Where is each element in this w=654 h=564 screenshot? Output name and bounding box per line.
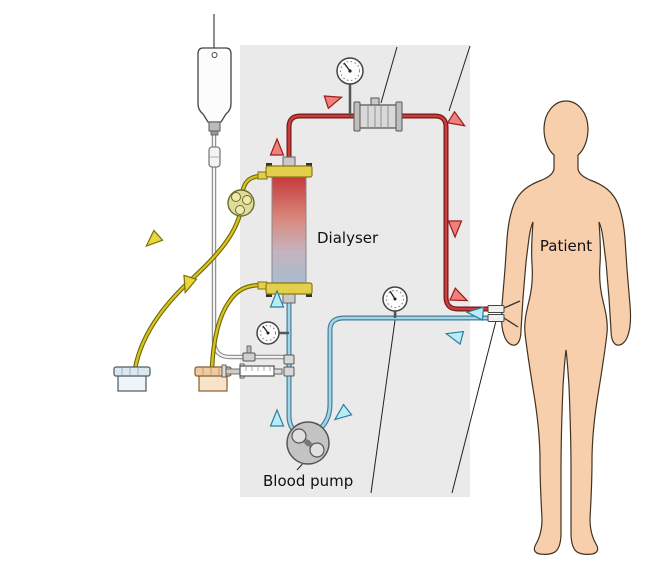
dialysate-line-1-inner: [133, 174, 263, 370]
blood-pump-roller: [309, 442, 325, 458]
dialyser-bracket: [266, 293, 272, 297]
patient-figure: [500, 100, 632, 555]
dialyser-cap-top: [265, 165, 313, 178]
flow-arrow-red: [449, 287, 469, 302]
line-junction: [283, 354, 295, 365]
blood-return-line: [286, 113, 496, 312]
callout-line: [451, 316, 498, 494]
access-connector: [487, 305, 505, 313]
bag-cap: [208, 121, 221, 132]
dialysate-container-left: [113, 366, 151, 392]
callout-line: [380, 46, 398, 104]
flow-arrow-yellow: [183, 274, 198, 295]
pump-roller: [231, 192, 241, 202]
gauge-needle: [389, 290, 396, 300]
blood-pump-roller: [291, 428, 307, 444]
gauge-ticks: [386, 290, 404, 308]
dialyser-bracket: [306, 163, 312, 167]
callout-line: [370, 312, 397, 494]
gauge-ticks: [340, 61, 360, 81]
syringe-plunger-rod: [225, 368, 241, 375]
dialyser-body: [271, 176, 307, 284]
flow-arrow-cyan: [465, 306, 485, 322]
stopcock-body: [242, 352, 256, 362]
pump-roller: [242, 195, 252, 205]
bag-nozzle: [210, 130, 219, 136]
container-lid: [113, 366, 151, 377]
flow-arrow-cyan: [269, 289, 285, 308]
flow-arrow-red: [446, 110, 466, 127]
flow-arrow-red: [447, 220, 463, 239]
dialyser-bottom-fitting: [282, 293, 296, 304]
blood-return-inner: [287, 114, 496, 311]
gauge-needle: [343, 62, 351, 72]
air-trap: [353, 97, 403, 132]
flow-arrow-cyan: [444, 330, 465, 346]
dialysate-line-2-inner: [210, 283, 263, 370]
patient-label: Patient: [540, 237, 592, 255]
dialyser-bracket: [306, 293, 312, 297]
dialyser-bracket: [266, 163, 272, 167]
blood-pump-hub: [305, 440, 311, 446]
cannula-line: [503, 300, 521, 309]
flow-arrow-red: [323, 95, 344, 110]
gauge-ticks: [260, 325, 276, 341]
flow-arrows: [145, 95, 485, 427]
flow-arrow-cyan: [333, 403, 353, 421]
dialyser-label: Dialyser: [317, 229, 379, 247]
dialysate-pump: [227, 189, 255, 217]
flow-arrow-red: [269, 137, 285, 156]
pressure-gauge-venous: [382, 286, 408, 318]
dialysate-lines: [132, 173, 263, 370]
container-body: [117, 374, 147, 392]
air-trap-flange: [353, 101, 361, 132]
cannula-line: [503, 317, 519, 328]
line-junction: [283, 366, 295, 377]
syringe-thumb-plate: [221, 364, 227, 378]
pump-roller: [235, 205, 245, 215]
bag-body: [197, 47, 232, 123]
pressure-gauge-arterial: [256, 321, 289, 345]
access-connector: [487, 314, 505, 322]
callout-line: [448, 45, 471, 112]
patient-access: [487, 300, 521, 328]
roller-stopcock: [242, 345, 256, 362]
callout-lines: [296, 45, 498, 494]
heparin-syringe: [221, 354, 295, 379]
syringe-barrel: [239, 365, 275, 377]
air-trap-body: [357, 104, 399, 129]
flow-arrow-yellow: [145, 229, 164, 248]
syringe-tip: [273, 368, 283, 375]
dialyser-cap-bottom: [265, 282, 313, 295]
blood-pump-label: Blood pump: [263, 472, 353, 490]
pressure-gauge-top: [336, 57, 364, 116]
air-trap-flange: [395, 101, 403, 132]
flow-arrow-cyan: [269, 408, 285, 427]
bag-hole: [211, 52, 218, 58]
dialyser: [257, 156, 313, 304]
patient-body: [500, 100, 632, 555]
air-trap-knob: [370, 97, 380, 106]
saline-bag: [197, 14, 232, 168]
blood-pump: [286, 421, 330, 465]
dialyser-top-fitting: [282, 156, 296, 167]
